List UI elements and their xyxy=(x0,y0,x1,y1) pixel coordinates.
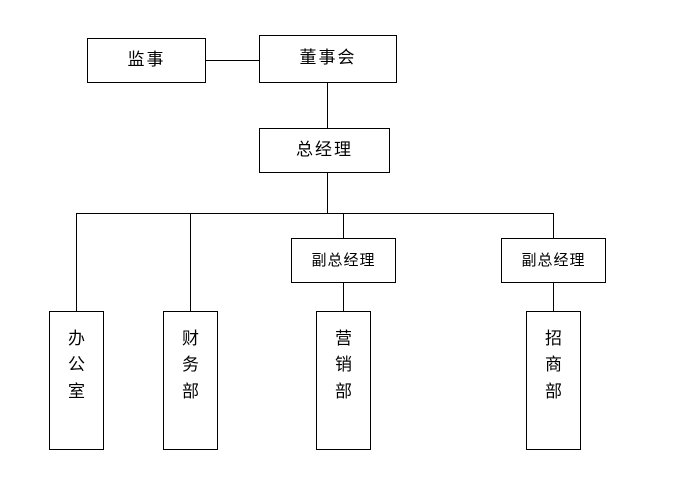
connector-bus-drop-finance xyxy=(190,213,191,311)
node-board-label: 董事会 xyxy=(299,48,357,69)
node-deputy-manager-1[interactable]: 副总经理 xyxy=(291,238,396,283)
node-board[interactable]: 董事会 xyxy=(259,35,397,83)
connector-general-manager-stem xyxy=(327,173,328,214)
node-deputy-manager-1-label: 副总经理 xyxy=(311,250,376,269)
connector-board-to-general-manager xyxy=(327,83,328,128)
node-supervisor-label: 监事 xyxy=(127,49,166,70)
connector-bus-drop-deputy-manager-1 xyxy=(343,213,344,238)
node-general-manager[interactable]: 总经理 xyxy=(259,128,390,173)
node-investment-label: 招商部 xyxy=(545,329,562,402)
node-marketing[interactable]: 营销部 xyxy=(316,311,371,450)
connector-supervisor-to-board xyxy=(206,60,259,61)
connector-distribution-bus xyxy=(76,213,554,214)
node-deputy-manager-2-label: 副总经理 xyxy=(521,250,586,269)
connector-bus-drop-deputy-manager-2 xyxy=(553,213,554,238)
connector-bus-drop-office xyxy=(76,213,77,311)
node-general-manager-label: 总经理 xyxy=(296,139,353,160)
node-marketing-label: 营销部 xyxy=(335,329,352,402)
node-investment[interactable]: 招商部 xyxy=(526,311,581,450)
connector-deputy-manager-1-to-marketing xyxy=(343,283,344,311)
node-finance[interactable]: 财务部 xyxy=(163,311,218,450)
node-office[interactable]: 办公室 xyxy=(49,311,104,450)
node-office-label: 办公室 xyxy=(68,329,85,402)
node-deputy-manager-2[interactable]: 副总经理 xyxy=(501,238,606,283)
connector-deputy-manager-2-to-investment xyxy=(553,283,554,311)
node-supervisor[interactable]: 监事 xyxy=(87,38,206,83)
node-finance-label: 财务部 xyxy=(182,329,199,402)
